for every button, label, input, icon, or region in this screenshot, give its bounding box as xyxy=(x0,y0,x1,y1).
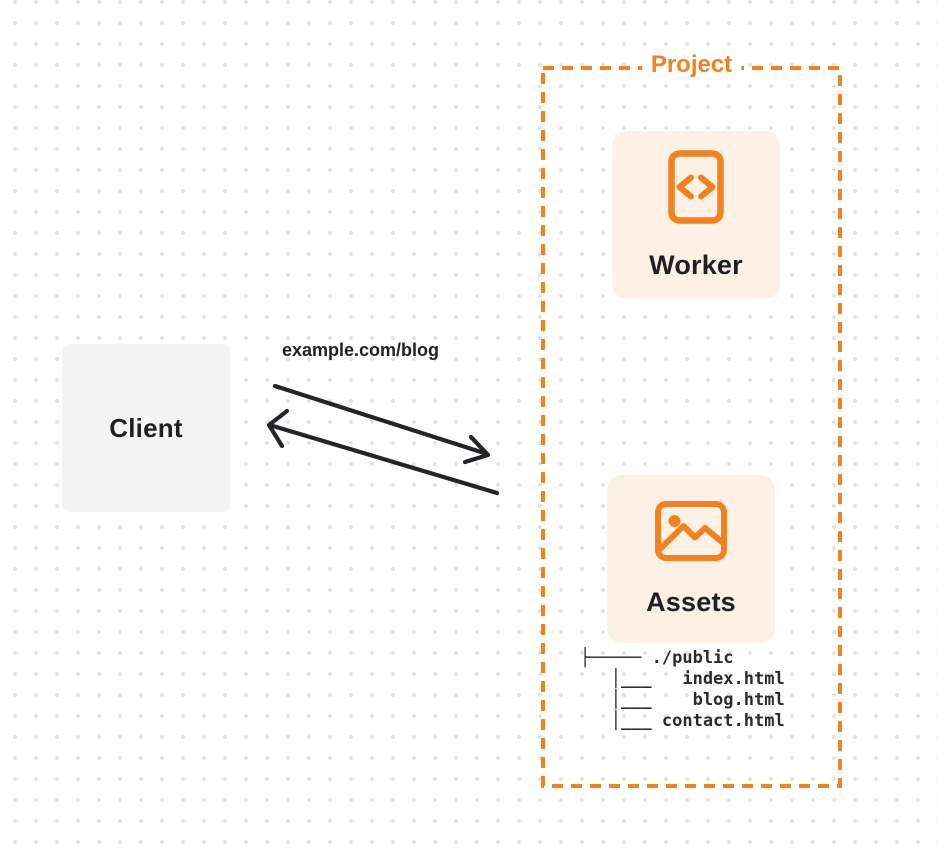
worker-label: Worker xyxy=(649,249,743,280)
project-dashed-border xyxy=(541,66,842,788)
worker-card: Worker xyxy=(612,131,780,299)
response-arrow xyxy=(266,408,500,496)
tree-line-public: ├───── ./public xyxy=(580,648,734,668)
project-label: Project xyxy=(641,51,742,79)
client-label: Client xyxy=(109,412,183,443)
assets-file-tree: ├───── ./public │___ index.html │___ blo… xyxy=(580,648,785,732)
project-box: Project Worker Assets ├───── ./public │_… xyxy=(541,51,842,788)
request-arrow xyxy=(272,383,491,465)
tree-line-contact: │___ contact.html xyxy=(580,711,785,731)
tree-line-index: │___ index.html xyxy=(580,669,785,689)
tree-line-blog: │___ blog.html xyxy=(580,690,785,710)
client-box: Client xyxy=(62,344,230,512)
request-url-label: example.com/blog xyxy=(282,340,440,360)
code-file-icon xyxy=(668,149,724,224)
assets-card: Assets xyxy=(607,475,775,643)
image-icon xyxy=(655,500,727,561)
assets-label: Assets xyxy=(646,586,736,617)
